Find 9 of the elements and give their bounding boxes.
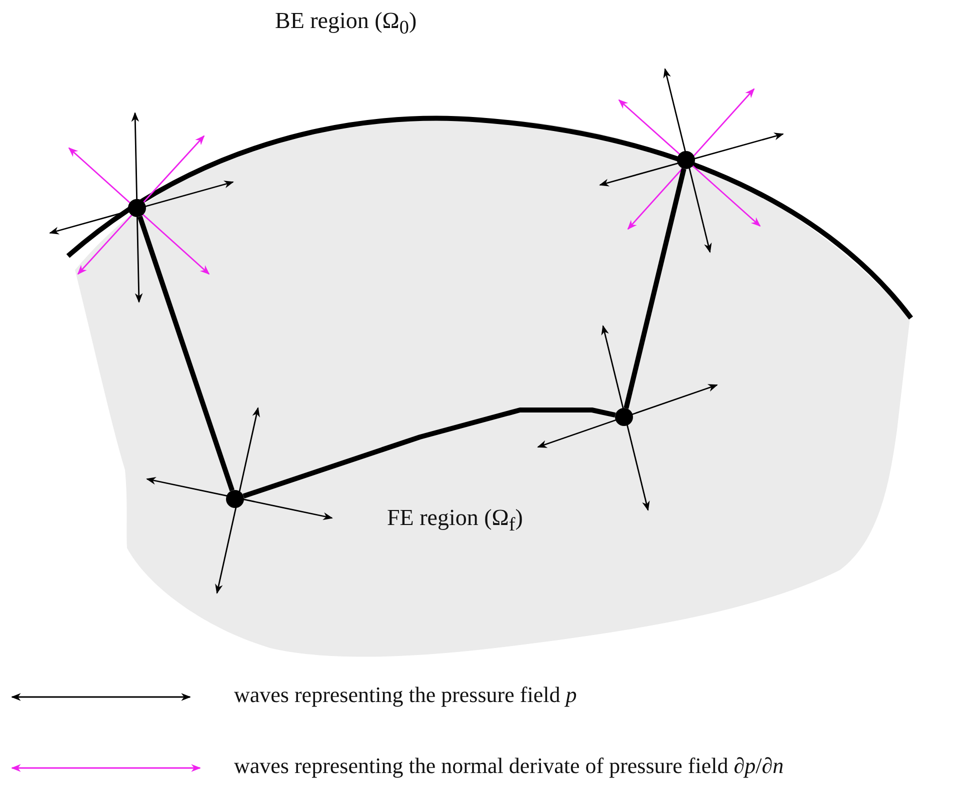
connecting-line	[242, 408, 616, 499]
junction-dot	[128, 199, 146, 217]
junction-dot	[677, 151, 695, 169]
region-label: FE region (Ω$_{f}$)	[387, 505, 523, 537]
legend-text: waves representing the normal derivate of pressure field ∂p/∂n	[234, 753, 784, 779]
region-label: BE region (Ω$_{0}$)	[275, 8, 417, 40]
connecting-line	[138, 216, 234, 492]
legend-text: waves representing the pressure field p	[234, 682, 577, 708]
connecting-line	[624, 168, 686, 409]
